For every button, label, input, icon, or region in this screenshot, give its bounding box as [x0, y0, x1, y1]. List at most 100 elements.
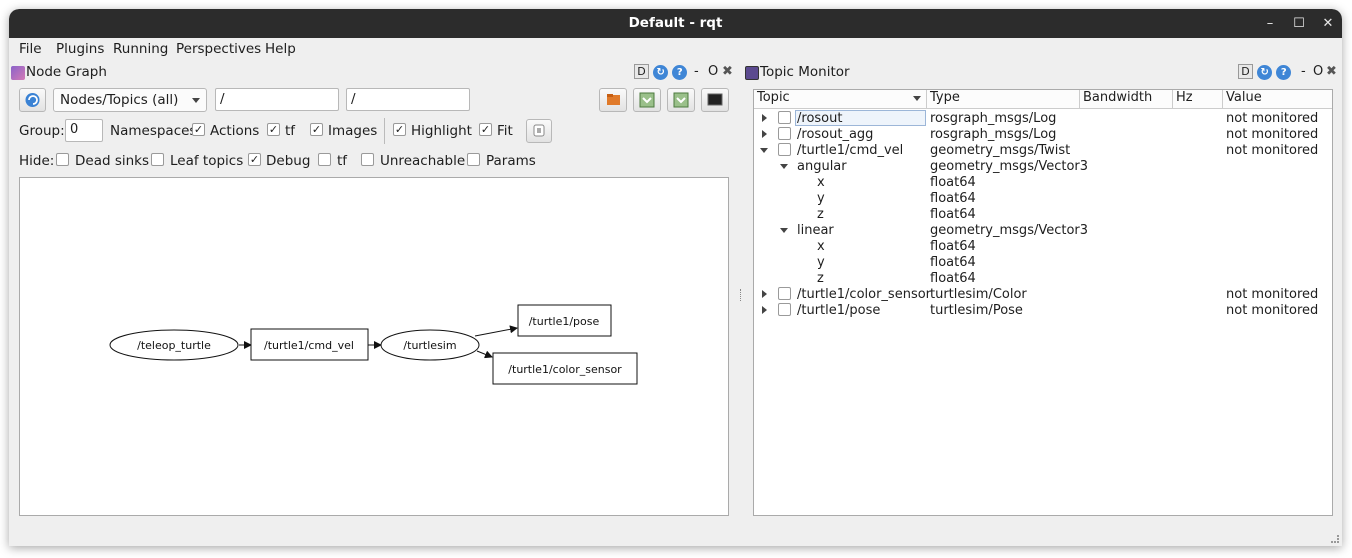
debug-checkbox[interactable]: ✓ — [248, 153, 261, 166]
unreachable-label: Unreachable — [380, 153, 466, 169]
help-icon[interactable]: ? — [1276, 65, 1292, 80]
refresh-icon — [25, 93, 40, 107]
menu-perspectives[interactable]: Perspectives — [176, 41, 262, 57]
actions-checkbox[interactable]: ✓ — [192, 123, 205, 136]
open-folder-icon — [607, 94, 620, 105]
column-header-value[interactable]: Value — [1223, 90, 1332, 108]
collapse-arrow-icon[interactable] — [780, 228, 788, 233]
tf-checkbox[interactable]: ✓ — [267, 123, 280, 136]
menu-plugins[interactable]: Plugins — [56, 41, 105, 57]
params-checkbox[interactable] — [467, 153, 480, 166]
expand-arrow-icon[interactable] — [762, 114, 767, 122]
node-graph-canvas[interactable]: /teleop_turtle /turtle1/cmd_vel /turtles… — [19, 177, 729, 516]
field-type: float64 — [930, 271, 976, 286]
minimize-button[interactable]: – — [1266, 16, 1274, 31]
graph-node-teleop[interactable]: /teleop_turtle — [109, 329, 239, 361]
monitor-checkbox[interactable] — [778, 127, 791, 140]
save-dot-button[interactable] — [633, 88, 661, 112]
fit-in-view-button[interactable] — [526, 119, 552, 143]
maximize-button[interactable]: ☐ — [1293, 16, 1305, 31]
save-svg-button[interactable] — [667, 88, 695, 112]
topic-monitor-float[interactable]: O — [1313, 64, 1324, 79]
monitor-checkbox[interactable] — [778, 143, 791, 156]
edge-turtlesim-pose — [474, 325, 518, 337]
monitor-checkbox[interactable] — [778, 287, 791, 300]
topic-name: /rosout_agg — [797, 127, 874, 142]
fit-checkbox[interactable]: ✓ — [479, 123, 492, 136]
menu-bar: File Plugins Running Perspectives Help — [9, 38, 1342, 60]
reload-icon[interactable]: ↻ — [1257, 65, 1273, 80]
topic-filter-input[interactable]: / — [346, 88, 470, 111]
expand-arrow-icon[interactable] — [762, 290, 767, 298]
title-bar: Default - rqt – ☐ ✕ — [9, 9, 1342, 38]
reload-icon[interactable]: ↻ — [653, 65, 669, 80]
collapse-arrow-icon[interactable] — [780, 164, 788, 169]
column-header-type[interactable]: Type — [927, 90, 1080, 108]
node-graph-dock-controls: D ↻ ? — [634, 64, 688, 80]
graph-topic-pose[interactable]: /turtle1/pose — [517, 304, 612, 337]
close-button[interactable]: ✕ — [1322, 16, 1334, 31]
topic-tree[interactable]: Topic Type Bandwidth Hz Value /rosout ro… — [753, 89, 1333, 516]
node-graph-float[interactable]: O — [708, 64, 719, 79]
topic-value: not monitored — [1226, 143, 1319, 158]
hide-label: Hide: — [19, 153, 55, 169]
collapse-arrow-icon[interactable] — [760, 148, 768, 153]
toolbar-separator — [384, 118, 385, 144]
topic-type: turtlesim/Pose — [930, 303, 1023, 318]
hide-tf-checkbox[interactable] — [318, 153, 331, 166]
refresh-graph-button[interactable] — [19, 88, 46, 112]
topic-value: not monitored — [1226, 303, 1319, 318]
field-name: linear — [797, 223, 834, 238]
fit-view-icon — [533, 124, 545, 137]
save-image-button[interactable] — [701, 88, 729, 112]
node-graph-d-button[interactable]: D — [634, 64, 649, 79]
graph-topic-color-sensor[interactable]: /turtle1/color_sensor — [492, 352, 638, 385]
unreachable-checkbox[interactable] — [361, 153, 374, 166]
load-dot-button[interactable] — [599, 88, 627, 112]
topic-name: /turtle1/color_sensor — [797, 287, 932, 302]
menu-file[interactable]: File — [19, 41, 42, 57]
column-header-bandwidth[interactable]: Bandwidth — [1080, 90, 1173, 108]
resize-grip[interactable] — [1331, 535, 1339, 543]
graph-node-turtlesim[interactable]: /turtlesim — [380, 329, 480, 361]
hide-tf-label: tf — [337, 153, 348, 169]
expand-arrow-icon[interactable] — [762, 130, 767, 138]
field-type: float64 — [930, 239, 976, 254]
save-dot-icon — [639, 92, 655, 108]
node-graph-close[interactable]: ✖ — [722, 64, 733, 79]
graph-svg: /teleop_turtle /turtle1/cmd_vel /turtles… — [109, 304, 638, 385]
menu-running[interactable]: Running — [113, 41, 169, 57]
sort-indicator-icon — [913, 96, 921, 101]
namespace-filter-input[interactable]: / — [215, 88, 339, 111]
graph-topic-cmd-vel[interactable]: /turtle1/cmd_vel — [250, 328, 369, 361]
dead-sinks-checkbox[interactable] — [56, 153, 69, 166]
highlight-label: Highlight — [411, 123, 472, 139]
field-name: y — [817, 191, 825, 206]
leaf-topics-checkbox[interactable] — [151, 153, 164, 166]
topic-monitor-minimize[interactable]: - — [1301, 64, 1306, 79]
fit-label: Fit — [497, 123, 513, 139]
topic-name: /turtle1/pose — [797, 303, 881, 318]
monitor-checkbox[interactable] — [778, 303, 791, 316]
topic-name: /turtle1/cmd_vel — [797, 143, 904, 158]
graph-mode-select[interactable]: Nodes/Topics (all) — [53, 88, 207, 112]
monitor-checkbox[interactable] — [778, 111, 791, 124]
topic-monitor-close[interactable]: ✖ — [1326, 64, 1337, 79]
group-spinbox[interactable]: 0 — [65, 119, 103, 142]
highlight-checkbox[interactable]: ✓ — [393, 123, 406, 136]
help-icon[interactable]: ? — [672, 65, 688, 80]
graph-mode-value: Nodes/Topics (all) — [60, 92, 179, 108]
column-header-hz[interactable]: Hz — [1173, 90, 1223, 108]
expand-arrow-icon[interactable] — [762, 306, 767, 314]
field-type: geometry_msgs/Vector3 — [930, 159, 1089, 174]
column-header-topic[interactable]: Topic — [754, 90, 927, 108]
menu-help[interactable]: Help — [265, 41, 296, 57]
field-type: float64 — [930, 255, 976, 270]
topic-monitor-d-button[interactable]: D — [1238, 64, 1253, 79]
splitter-handle[interactable] — [740, 289, 742, 301]
images-checkbox[interactable]: ✓ — [310, 123, 323, 136]
node-graph-icon — [11, 66, 25, 80]
screen-icon — [707, 93, 723, 106]
leaf-topics-label: Leaf topics — [170, 153, 244, 169]
node-graph-minimize[interactable]: - — [694, 64, 699, 79]
